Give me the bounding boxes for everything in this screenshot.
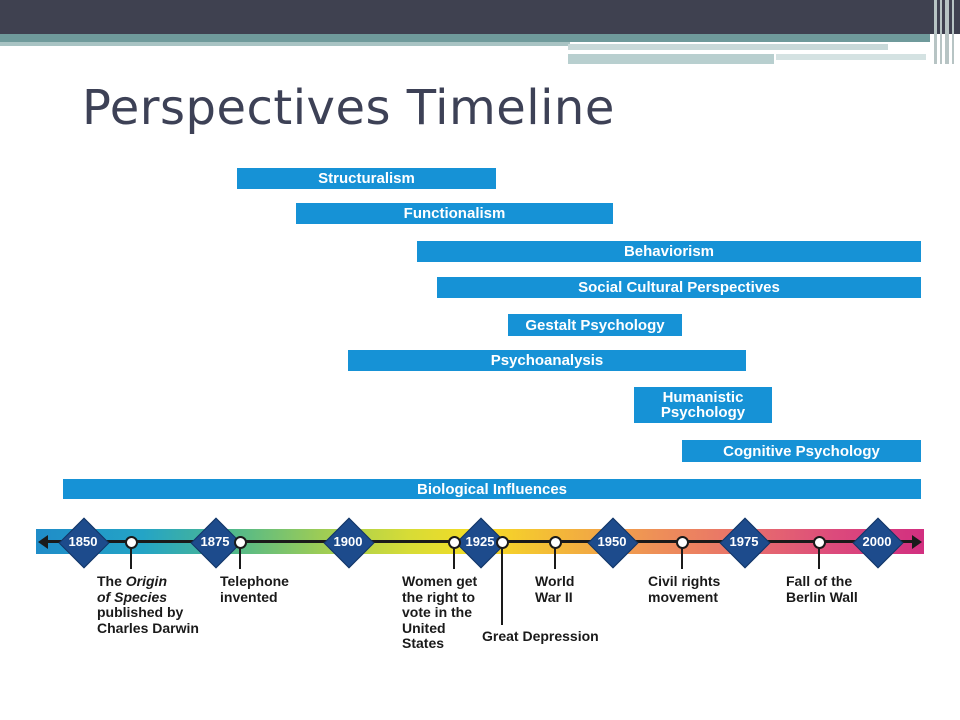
event-berlin-wall: Fall of the Berlin Wall	[786, 573, 858, 605]
event-connector	[239, 547, 241, 569]
event-world-war-ii: World War II	[535, 573, 575, 605]
timeline-arrow-left	[38, 535, 48, 549]
event-connector	[501, 547, 503, 625]
header-accent-stripe-4	[568, 54, 774, 64]
event-connector	[130, 547, 132, 569]
year-label-1850: 1850	[68, 534, 98, 549]
page-title: Perspectives Timeline	[82, 80, 615, 136]
event-text-italic: of Species	[97, 588, 168, 605]
header-accent-stripe-5	[776, 54, 926, 60]
header-accent-stripe	[0, 34, 930, 42]
bar-behaviorism: Behaviorism	[417, 241, 921, 262]
bar-functionalism: Functionalism	[296, 203, 613, 224]
event-civil-rights: Civil rights movement	[648, 573, 721, 605]
event-womens-suffrage: Women get the right to vote in the Unite…	[402, 573, 478, 651]
year-label-1875: 1875	[200, 534, 230, 549]
year-label-1900: 1900	[333, 534, 363, 549]
year-label-1925: 1925	[465, 534, 495, 549]
bar-psychoanalysis: Psychoanalysis	[348, 350, 746, 371]
event-text-part: The	[97, 573, 126, 589]
event-connector	[818, 547, 820, 569]
event-origin-of-species: The Origin of Species published by Charl…	[97, 573, 199, 636]
timeline-arrow-right	[912, 535, 922, 549]
header-bar	[0, 0, 960, 34]
year-label-1950: 1950	[597, 534, 627, 549]
event-connector	[681, 547, 683, 569]
bar-cognitive: Cognitive Psychology	[682, 440, 921, 462]
event-connector	[554, 547, 556, 569]
bar-gestalt: Gestalt Psychology	[508, 314, 682, 336]
header-accent-stripe-3	[568, 44, 888, 50]
header-vertical-lines	[930, 0, 960, 64]
year-label-2000: 2000	[862, 534, 892, 549]
bar-structuralism: Structuralism	[237, 168, 496, 189]
event-text-part: published by Charles Darwin	[97, 604, 199, 636]
bar-biological: Biological Influences	[63, 479, 921, 499]
year-label-1975: 1975	[729, 534, 759, 549]
event-text-italic: Origin	[125, 573, 168, 589]
event-connector	[453, 547, 455, 569]
event-great-depression: Great Depression	[482, 628, 599, 644]
bar-humanistic: Humanistic Psychology	[634, 387, 772, 423]
event-telephone: Telephone invented	[220, 573, 289, 605]
header-accent-stripe-2	[0, 42, 570, 46]
bar-social-cultural: Social Cultural Perspectives	[437, 277, 921, 298]
